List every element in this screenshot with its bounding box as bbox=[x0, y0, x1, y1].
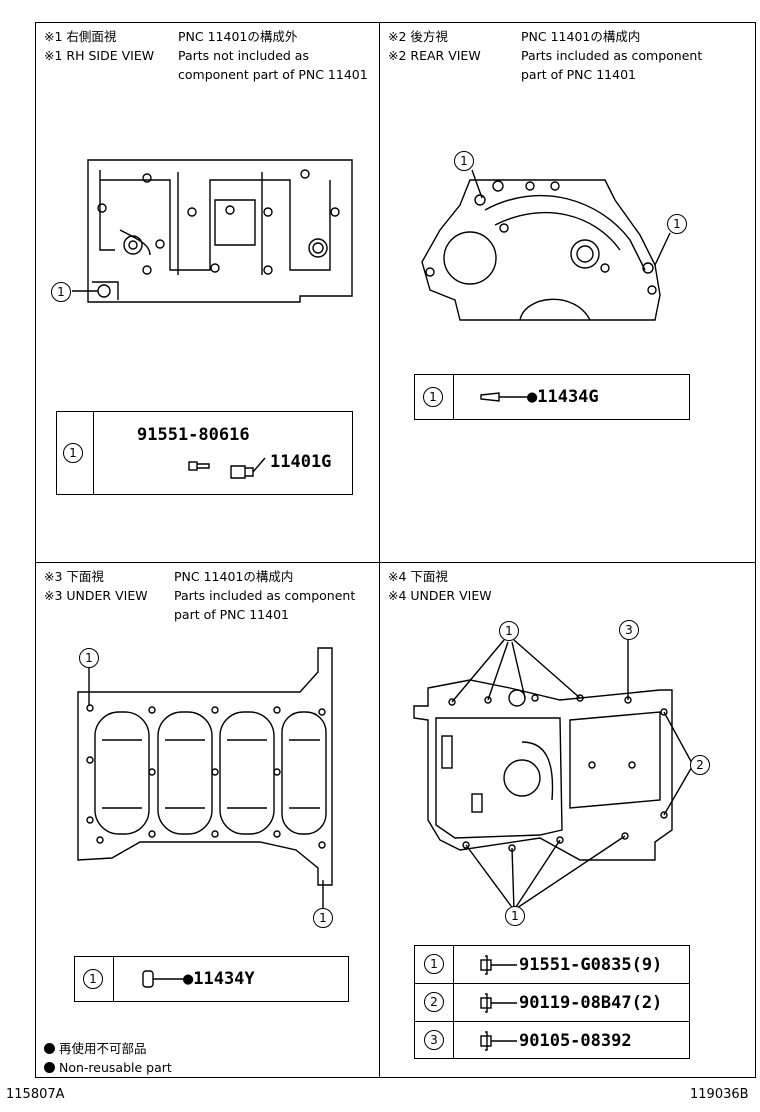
table-row-divider bbox=[415, 983, 689, 984]
bolt-and-plug-icon bbox=[188, 457, 266, 479]
part-number-pin: ●11434Y bbox=[183, 969, 255, 989]
legend-text-en: Non-reusable part bbox=[59, 1060, 172, 1075]
drawing-reference-right: 119036B bbox=[690, 1087, 749, 1102]
bolt-icon bbox=[480, 955, 517, 975]
pin-icon bbox=[480, 392, 529, 402]
callout-1: 1 bbox=[499, 621, 519, 641]
panel-note-jp: PNC 11401の構成内 bbox=[521, 29, 641, 44]
table-number-cell: 1 bbox=[75, 957, 114, 1001]
parts-table-p2: 1 ●11434G bbox=[414, 374, 690, 420]
table-number-column bbox=[415, 946, 454, 1058]
table-number-badge: 3 bbox=[424, 1030, 444, 1050]
panel-title-en: ※3 UNDER VIEW bbox=[44, 588, 148, 603]
bolt-icon bbox=[480, 1031, 517, 1051]
table-number-badge: 1 bbox=[423, 387, 443, 407]
table-number-badge: 1 bbox=[83, 969, 103, 989]
panel-title-en: ※4 UNDER VIEW bbox=[388, 588, 492, 603]
table-number-badge: 2 bbox=[424, 992, 444, 1012]
panel-note-jp: PNC 11401の構成外 bbox=[178, 29, 298, 44]
callout-1: 1 bbox=[51, 282, 71, 302]
part-number-pin: ●11434G bbox=[527, 387, 599, 407]
drawing-frame bbox=[35, 22, 756, 1078]
panel-title-jp: ※1 右側面視 bbox=[44, 29, 117, 44]
drawing-reference-left: 115807A bbox=[6, 1087, 65, 1102]
pin-icon bbox=[142, 970, 183, 988]
table-number-cell: 1 bbox=[415, 375, 454, 419]
part-number: 90119-08B47(2) bbox=[519, 993, 663, 1013]
table-number-badge: 1 bbox=[63, 443, 83, 463]
panel-divider-vertical bbox=[379, 22, 380, 1078]
parts-table-p1: 1 91551-80616 11401G bbox=[56, 411, 353, 495]
part-number: 90105-08392 bbox=[519, 1031, 632, 1051]
bolt-icon bbox=[480, 993, 517, 1013]
filled-dot-icon bbox=[44, 1062, 55, 1073]
panel-divider-horizontal bbox=[35, 562, 756, 563]
callout-3: 3 bbox=[619, 620, 639, 640]
panel-note-en-line2: part of PNC 11401 bbox=[521, 67, 636, 82]
callout-1: 1 bbox=[313, 908, 333, 928]
callout-1: 1 bbox=[454, 151, 474, 171]
callout-2: 2 bbox=[690, 755, 710, 775]
legend-non-reusable-en: Non-reusable part bbox=[44, 1058, 172, 1077]
panel-note-en-line2: component part of PNC 11401 bbox=[178, 67, 368, 82]
part-number-plug: 11401G bbox=[270, 452, 332, 472]
table-row-divider bbox=[415, 1021, 689, 1022]
callout-1: 1 bbox=[505, 906, 525, 926]
filled-dot-icon bbox=[44, 1043, 55, 1054]
panel-title-jp: ※4 下面視 bbox=[388, 569, 448, 584]
panel-note-jp: PNC 11401の構成内 bbox=[174, 569, 294, 584]
parts-table-p4: 1 91551-G0835(9) 2 90119-08B47(2) 3 9010… bbox=[414, 945, 690, 1059]
legend-non-reusable-jp: 再使用不可部品 bbox=[44, 1039, 147, 1058]
panel-title-en: ※1 RH SIDE VIEW bbox=[44, 48, 155, 63]
parts-table-p3: 1 ●11434Y bbox=[74, 956, 349, 1002]
panel-note-en-line1: Parts included as component bbox=[174, 588, 356, 603]
table-number-cell: 1 bbox=[57, 412, 94, 494]
panel-title-en: ※2 REAR VIEW bbox=[388, 48, 481, 63]
panel-note-en-line2: part of PNC 11401 bbox=[174, 607, 289, 622]
panel-note-en-line1: Parts not included as bbox=[178, 48, 309, 63]
panel-note-en-line1: Parts included as component bbox=[521, 48, 703, 63]
table-number-badge: 1 bbox=[424, 954, 444, 974]
panel-title-jp: ※3 下面視 bbox=[44, 569, 104, 584]
callout-1: 1 bbox=[79, 648, 99, 668]
part-number-bolt: 91551-80616 bbox=[137, 425, 250, 445]
panel-title-jp: ※2 後方視 bbox=[388, 29, 448, 44]
legend-text-jp: 再使用不可部品 bbox=[59, 1041, 147, 1056]
part-number: 91551-G0835(9) bbox=[519, 955, 663, 975]
callout-1: 1 bbox=[667, 214, 687, 234]
